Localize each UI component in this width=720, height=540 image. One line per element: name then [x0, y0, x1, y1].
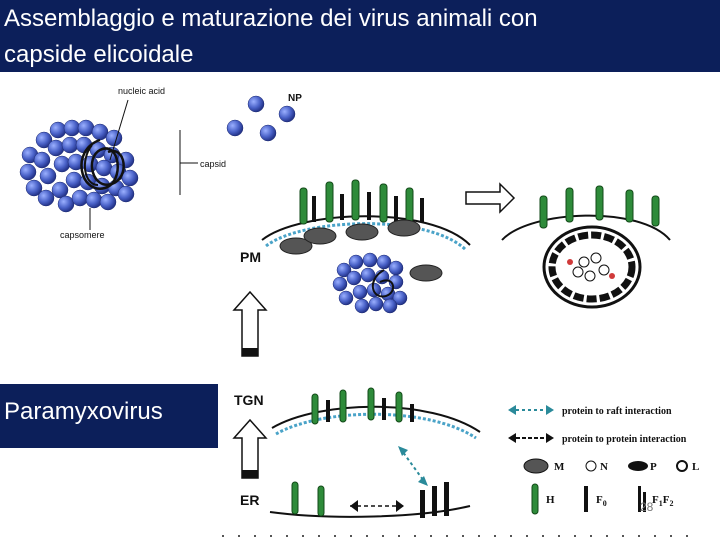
- legend-h: H: [546, 494, 555, 506]
- figure-legend: protein to raft interaction protein to p…: [508, 405, 699, 514]
- helical-capsid-virion: [20, 120, 138, 212]
- legend-raft-interaction: protein to raft interaction: [562, 406, 672, 417]
- legend-f1f2: F1F2: [652, 494, 673, 508]
- progress-arrow-up-1: [234, 292, 266, 356]
- legend-n: N: [600, 461, 608, 473]
- tgn-membrane: [272, 388, 480, 438]
- np-subunits: [227, 96, 295, 141]
- legend-p: P: [650, 461, 657, 473]
- side-label-paramyxovirus: Paramyxovirus: [4, 398, 163, 426]
- progress-arrow-right: [466, 184, 514, 212]
- nucleic-acid-label: nucleic acid: [118, 86, 165, 96]
- page-number: 28: [640, 500, 654, 514]
- plasma-membrane-budding: [262, 180, 470, 313]
- legend-f0: F0: [596, 494, 607, 508]
- er-label: ER: [240, 492, 259, 508]
- progress-arrow-up-2: [234, 420, 266, 478]
- capsomere-label: capsomere: [60, 230, 105, 240]
- np-label: NP: [288, 93, 302, 104]
- cytoplasmic-nucleocapsid: [333, 253, 407, 313]
- tgn-label: TGN: [234, 392, 264, 408]
- legend-protein-interaction: protein to protein interaction: [562, 434, 687, 445]
- legend-m: M: [554, 461, 565, 473]
- capsid-label: capsid: [200, 159, 226, 169]
- er-membrane: [270, 446, 470, 518]
- pm-label: PM: [240, 249, 261, 265]
- legend-l: L: [692, 461, 699, 473]
- budding-virion: [502, 186, 670, 307]
- side-label-box: Paramyxovirus: [0, 384, 218, 448]
